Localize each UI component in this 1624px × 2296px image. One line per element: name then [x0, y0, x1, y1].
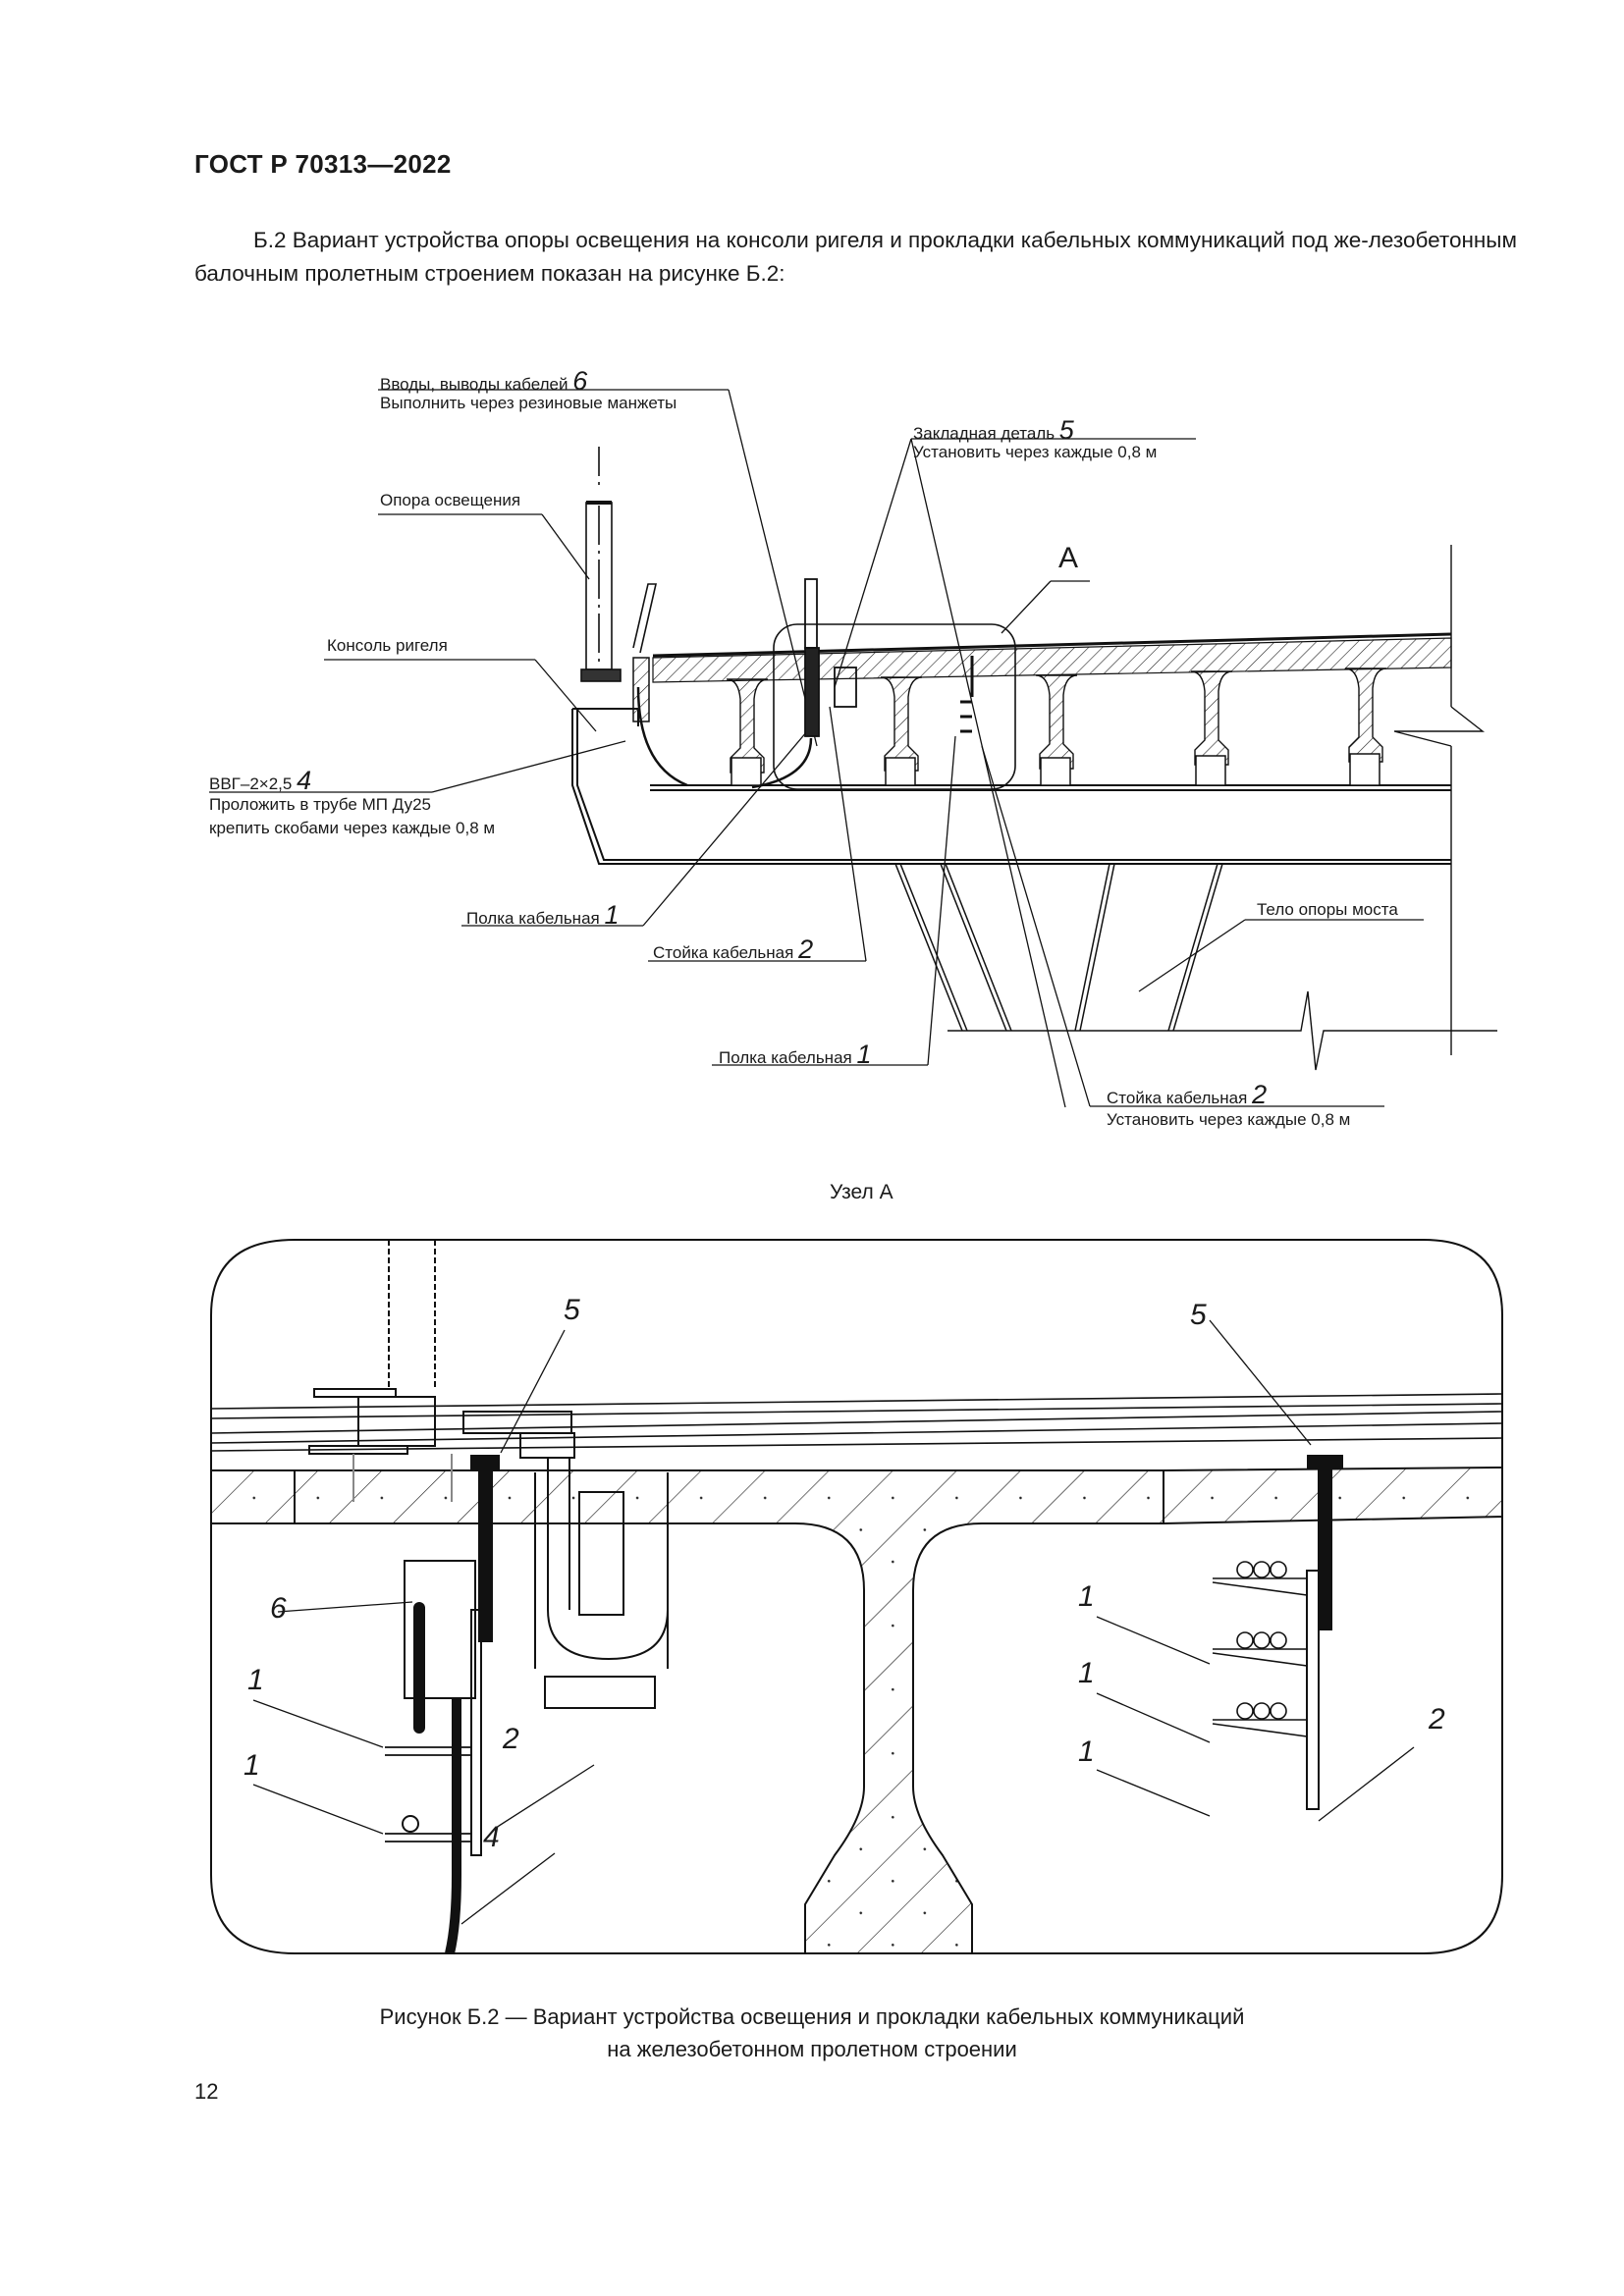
detail-marker: А: [1058, 542, 1079, 574]
position-shelf-left-2: 1: [244, 1749, 260, 1782]
callout-cable-vvg: ВВГ–2×2,5 4: [209, 766, 311, 796]
break-lines: [947, 545, 1497, 1071]
callout-note: Выполнить через резиновые манжеты: [380, 394, 677, 412]
embedded-part-right: [1307, 1455, 1343, 1468]
callout-pier-body: Тело опоры моста: [1257, 900, 1398, 919]
callout-cable-rack: Стойка кабельная 2: [653, 934, 813, 965]
deck-slab: [632, 632, 1452, 722]
cable-rack-left: [470, 1609, 482, 1856]
position-embedded-right: 5: [1190, 1299, 1207, 1331]
detail-title: Узел А: [830, 1181, 893, 1203]
callout-title: Полка кабельная: [466, 909, 600, 928]
callout-title: Полка кабельная: [719, 1048, 852, 1067]
callout-embedded-part: Закладная деталь 5: [913, 415, 1074, 446]
callout-number: 2: [1252, 1080, 1268, 1109]
callout-title: Вводы, выводы кабелей: [380, 375, 568, 394]
bearings: [731, 753, 1380, 786]
callout-number: 6: [572, 366, 588, 396]
callout-lighting-pole: Опора освещения: [380, 491, 521, 509]
callout-cable-rack: Стойка кабельная 2: [1107, 1080, 1267, 1110]
position-cable-entry: 6: [270, 1592, 287, 1625]
girders: [726, 667, 1387, 774]
callout-title: Стойка кабельная: [653, 943, 794, 962]
callout-title: Стойка кабельная: [1107, 1089, 1248, 1107]
embedded-part-left: [470, 1455, 500, 1470]
callout-title: Закладная деталь: [913, 424, 1056, 443]
lighting-pole: [580, 447, 658, 682]
t-beam: [210, 1466, 1503, 1954]
position-embedded-left: 5: [564, 1294, 580, 1326]
position-shelf-right-1: 1: [1078, 1580, 1095, 1613]
detail-a-drawing: [210, 1239, 1503, 1955]
callout-number: 5: [1058, 415, 1074, 445]
callout-number: 2: [798, 934, 814, 964]
callout-cable-shelf: Полка кабельная 1: [719, 1040, 872, 1070]
document-header: ГОСТ Р 70313—2022: [194, 149, 452, 179]
callout-cable-shelf: Полка кабельная 1: [466, 900, 620, 931]
position-rack-right: 2: [1429, 1703, 1445, 1735]
callout-number: 1: [856, 1040, 872, 1069]
callout-number: 1: [604, 900, 620, 930]
shelves-right: [1212, 1561, 1308, 1737]
position-shelf-left-1: 1: [247, 1664, 264, 1696]
callout-number: 4: [297, 766, 312, 795]
page-number: 12: [194, 2079, 219, 2104]
position-shelf-right-3: 1: [1078, 1735, 1095, 1768]
callout-note: Проложить в трубе МП Ду25: [209, 795, 431, 814]
callout-note: Установить через каждые 0,8 м: [913, 443, 1158, 461]
junction-box: [404, 1560, 476, 1699]
cable-hanger: [462, 1411, 669, 1709]
pole-base: [308, 1240, 453, 1502]
detail-a-frame: [773, 623, 1016, 790]
callout-note: Установить через каждые 0,8 м: [1107, 1110, 1351, 1129]
position-cable: 4: [483, 1821, 500, 1853]
pier-body: [894, 863, 1223, 1032]
position-shelf-right-2: 1: [1078, 1657, 1095, 1689]
cable-rack-equipment: [751, 578, 974, 789]
callout-cable-entries: Вводы, выводы кабелей 6: [380, 366, 587, 397]
callout-note-2: крепить скобами через каждые 0,8 м: [209, 819, 496, 837]
figure-caption-line2: на железобетонном пролетном строении: [607, 2037, 1017, 2061]
callout-crossbeam-console: Консоль ригеля: [327, 636, 448, 655]
leader-lines: [209, 389, 1424, 1108]
position-rack-left: 2: [503, 1723, 519, 1755]
callout-title: ВВГ–2×2,5: [209, 774, 293, 793]
cable-line: [445, 1698, 461, 1955]
crossbeam-console: [571, 686, 1451, 865]
cable-rack-right: [1306, 1570, 1320, 1810]
detail-leaders: [252, 1319, 1415, 1925]
section-paragraph: Б.2 Вариант устройства опоры освещения н…: [194, 228, 1517, 286]
figure-caption-line1: Рисунок Б.2 — Вариант устройства освещен…: [379, 2004, 1245, 2029]
